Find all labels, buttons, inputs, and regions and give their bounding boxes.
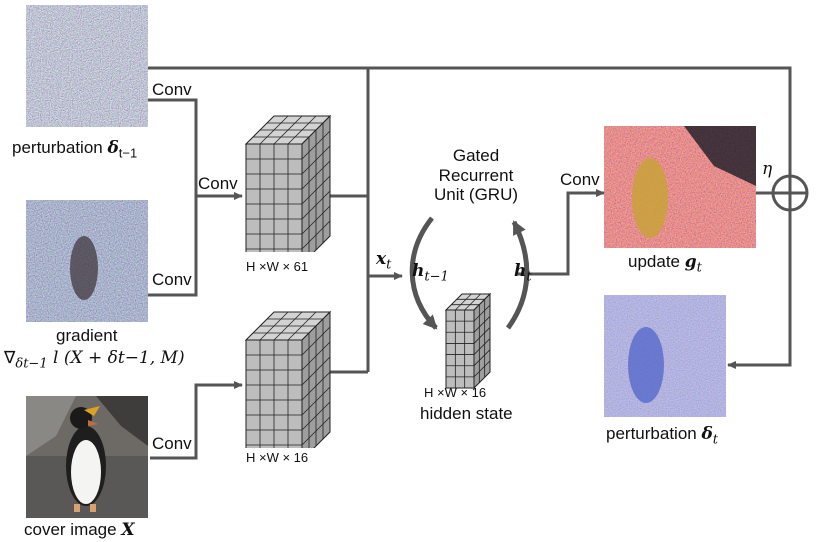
h-prev-symbol: ht−1 [412,261,449,285]
conv-label-perturbation: Conv [152,80,192,99]
sum-node-icon [771,174,809,212]
conv-label-update: Conv [560,170,600,189]
perturbation-prev-caption: perturbation δt−1 [12,138,138,161]
features61-label: H ×W × 61 [246,259,309,274]
sum-to-output-arrow [727,208,792,369]
update-caption: update gt [628,252,702,276]
xt-symbol: xt [376,249,392,273]
hidden-state-caption: hidden state [420,404,513,423]
conv-label-cover: Conv [152,434,192,453]
gru-left-arc [409,216,438,330]
perturbation-new-caption: perturbation δt [606,424,719,448]
gradient-formula: ∇δt−1 l (X + δt−1, M) [4,348,185,372]
gradient-conv-line [148,196,198,297]
gru-title: Gated Recurrent Unit (GRU) [433,146,519,205]
hidden-state-cube [444,292,492,390]
ht-to-conv-arrow [518,189,605,276]
feature-tensor-16-cube [244,310,332,448]
feature-tensor-61-cube [244,114,332,252]
update-image [604,126,756,248]
cover-conv-arrow [150,381,243,460]
gradient-image [26,200,148,322]
eta-symbol: η [762,159,773,179]
gradient-caption: gradient [56,326,118,345]
conv-label-gradient: Conv [152,270,192,289]
perturbation-new-image [604,295,726,417]
gru-right-arc [505,220,530,330]
top-feedback-line [148,66,792,178]
conv-label-merge: Conv [198,174,238,193]
features16-label: H ×W × 16 [246,450,309,465]
cover-image-penguin [26,396,148,518]
hidden-state-dims-label: H ×W × 16 [424,385,487,400]
perturbation-prev-image [26,5,148,127]
ht-symbol: ht [514,261,532,285]
perturbation-conv-line [148,98,198,196]
cover-image-caption: cover image X [24,520,135,540]
